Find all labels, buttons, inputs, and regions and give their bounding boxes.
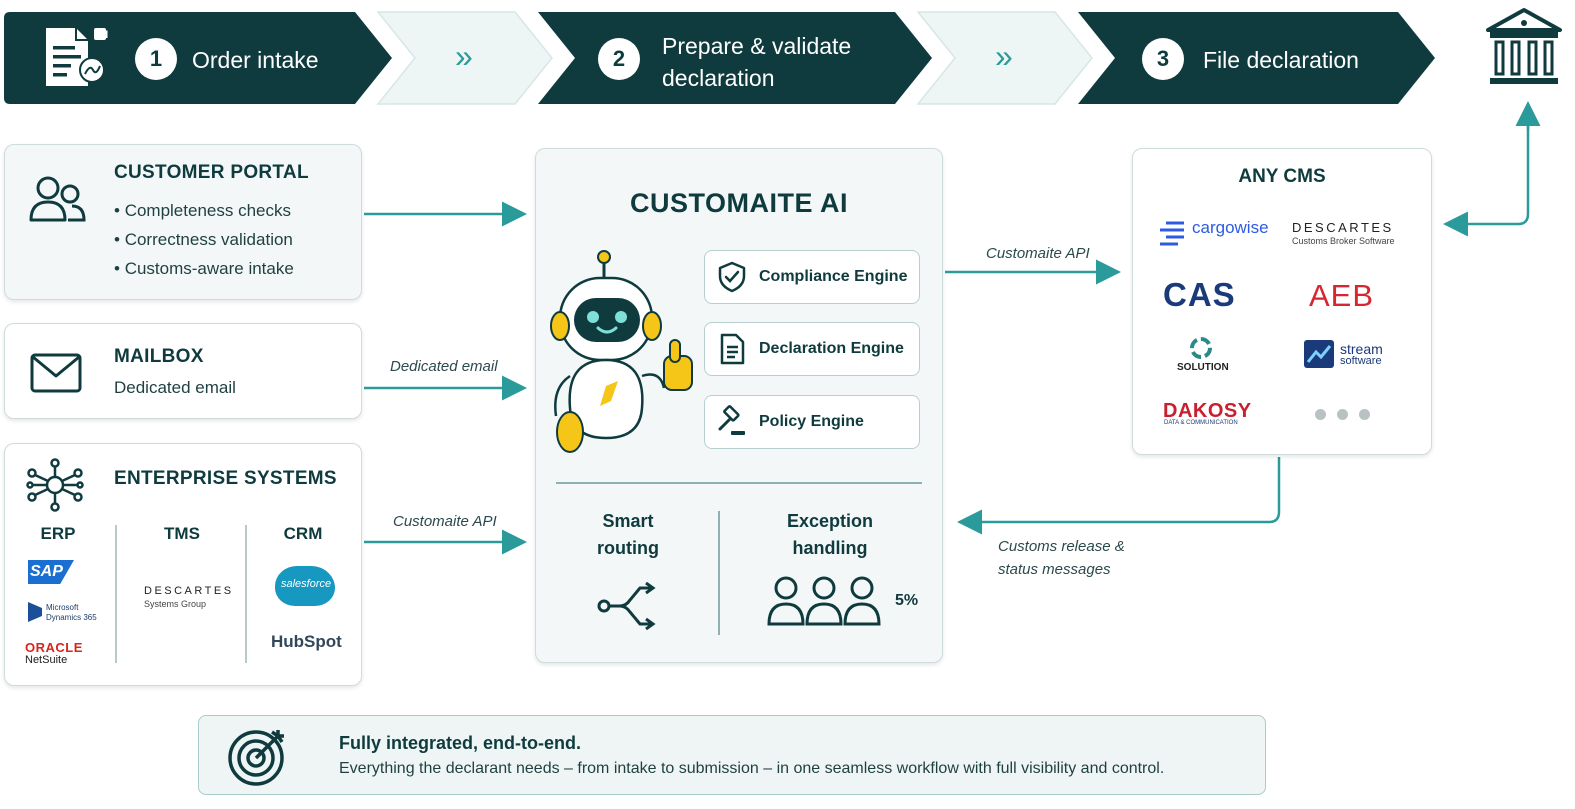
descartes-tms-logo: DESCARTES (144, 585, 234, 597)
core-vertical-divider (718, 511, 720, 635)
exception-percentage: 5% (895, 592, 919, 609)
robot-icon (550, 250, 693, 453)
crm-header: CRM (283, 524, 323, 543)
cargowise-logo-icon (1160, 221, 1184, 246)
mailbox-title: MAILBOX (114, 346, 204, 367)
dynamics-logo-icon (28, 602, 42, 622)
enterprise-title: ENTERPRISE SYSTEMS (114, 468, 337, 489)
more-dot (1337, 409, 1348, 420)
more-dot (1315, 409, 1326, 420)
api-label-left: Customaite API (393, 513, 497, 530)
policy-engine-label: Policy Engine (759, 413, 864, 430)
cargowise-logo-text: cargowise (1192, 218, 1269, 237)
step-separator-icon: » (455, 38, 473, 74)
release-label-line2: status messages (998, 561, 1111, 578)
declaration-engine-box: Declaration Engine (704, 322, 920, 376)
solution-logo-text: SOLUTION (1177, 362, 1229, 373)
dakosy-logo-sub: DATA & COMMUNICATION (1164, 420, 1238, 426)
step-2-label-line2: declaration (662, 65, 775, 91)
arrow-cms-to-ai (957, 457, 1281, 535)
footer-banner (198, 715, 1266, 795)
routing-icon (597, 582, 656, 630)
step-2-label-line1: Prepare & validate (662, 33, 852, 59)
mail-icon (30, 353, 82, 393)
dedicated-email-label: Dedicated email (390, 358, 498, 375)
descartes-cms-sub: Customs Broker Software (1292, 236, 1395, 246)
solution-logo-icon (1190, 337, 1212, 359)
mailbox-subtitle: Dedicated email (114, 378, 236, 397)
step-1-label: Order intake (192, 47, 319, 73)
step-2-chevron (538, 12, 932, 104)
footer-text: Everything the declarant needs – from in… (339, 760, 1165, 777)
dynamics-logo-text1: Microsoft (46, 603, 79, 612)
core-divider (556, 482, 922, 484)
bank-icon (1486, 8, 1562, 84)
hubspot-logo: HubSpot (271, 632, 342, 651)
release-label-line1: Customs release & (998, 538, 1125, 555)
oracle-logo: ORACLE (25, 640, 83, 655)
descartes-cms-logo: DESCARTES (1292, 220, 1394, 235)
policy-engine-box: Policy Engine (704, 395, 920, 449)
any-cms-title: ANY CMS (1238, 166, 1326, 187)
smart-routing-line2: routing (597, 538, 659, 558)
portal-bullet-2: • Correctness validation (114, 230, 293, 249)
document-lines-icon (720, 333, 745, 365)
erp-header: ERP (40, 524, 76, 543)
more-dot (1359, 409, 1370, 420)
salesforce-logo-cloud (275, 566, 335, 606)
step-1-number: 1 (135, 38, 177, 80)
stream-logo-text2: software (1340, 355, 1382, 367)
compliance-engine-label: Compliance Engine (759, 268, 908, 285)
document-icon (46, 28, 108, 86)
customaite-ai-title: CUSTOMAITE AI (629, 188, 848, 218)
declaration-engine-label: Declaration Engine (759, 340, 904, 357)
gavel-icon (718, 405, 745, 435)
smart-routing-line1: Smart (602, 511, 654, 531)
stream-logo-text1: stream (1340, 341, 1383, 357)
arrow-cms-authority (1443, 108, 1530, 237)
dynamics-logo-text2: Dynamics 365 (46, 613, 97, 622)
tms-header: TMS (164, 524, 200, 543)
api-label-right: Customaite API (986, 245, 1090, 262)
step-banner (4, 11, 1435, 105)
customer-portal-title: CUSTOMER PORTAL (114, 162, 309, 183)
column-divider (245, 525, 247, 663)
portal-bullet-3: • Customs-aware intake (114, 259, 294, 278)
cas-logo: CAS (1163, 276, 1236, 313)
step-3-number: 3 (1142, 38, 1184, 80)
shield-icon (718, 261, 746, 293)
aeb-logo: AEB (1309, 278, 1375, 313)
step-3-label: File declaration (1203, 47, 1359, 73)
users-icon (29, 176, 86, 222)
sap-logo-text: SAP (30, 563, 63, 580)
footer-title: Fully integrated, end-to-end. (339, 733, 581, 753)
compliance-engine-box: Compliance Engine (704, 250, 920, 304)
target-icon (228, 730, 284, 786)
exception-line1: Exception (786, 511, 874, 531)
customer-portal-card (4, 144, 362, 300)
step-separator-chevron (376, 11, 553, 105)
descartes-tms-sub: Systems Group (144, 599, 207, 609)
exception-line2: handling (792, 538, 868, 558)
dakosy-logo: DAKOSY (1163, 400, 1252, 422)
column-divider (115, 525, 117, 663)
people-icon (767, 576, 881, 626)
salesforce-logo-text: salesforce (281, 578, 332, 590)
any-cms-card (1132, 148, 1432, 455)
network-icon (26, 458, 84, 512)
netsuite-logo: NetSuite (25, 654, 68, 666)
step-separator-chevron (916, 11, 1093, 105)
step-3-chevron (1078, 12, 1435, 104)
step-separator-icon: » (995, 38, 1013, 74)
portal-bullet-1: • Completeness checks (114, 201, 291, 220)
step-2-number: 2 (598, 38, 640, 80)
stream-logo-mark (1306, 345, 1332, 363)
